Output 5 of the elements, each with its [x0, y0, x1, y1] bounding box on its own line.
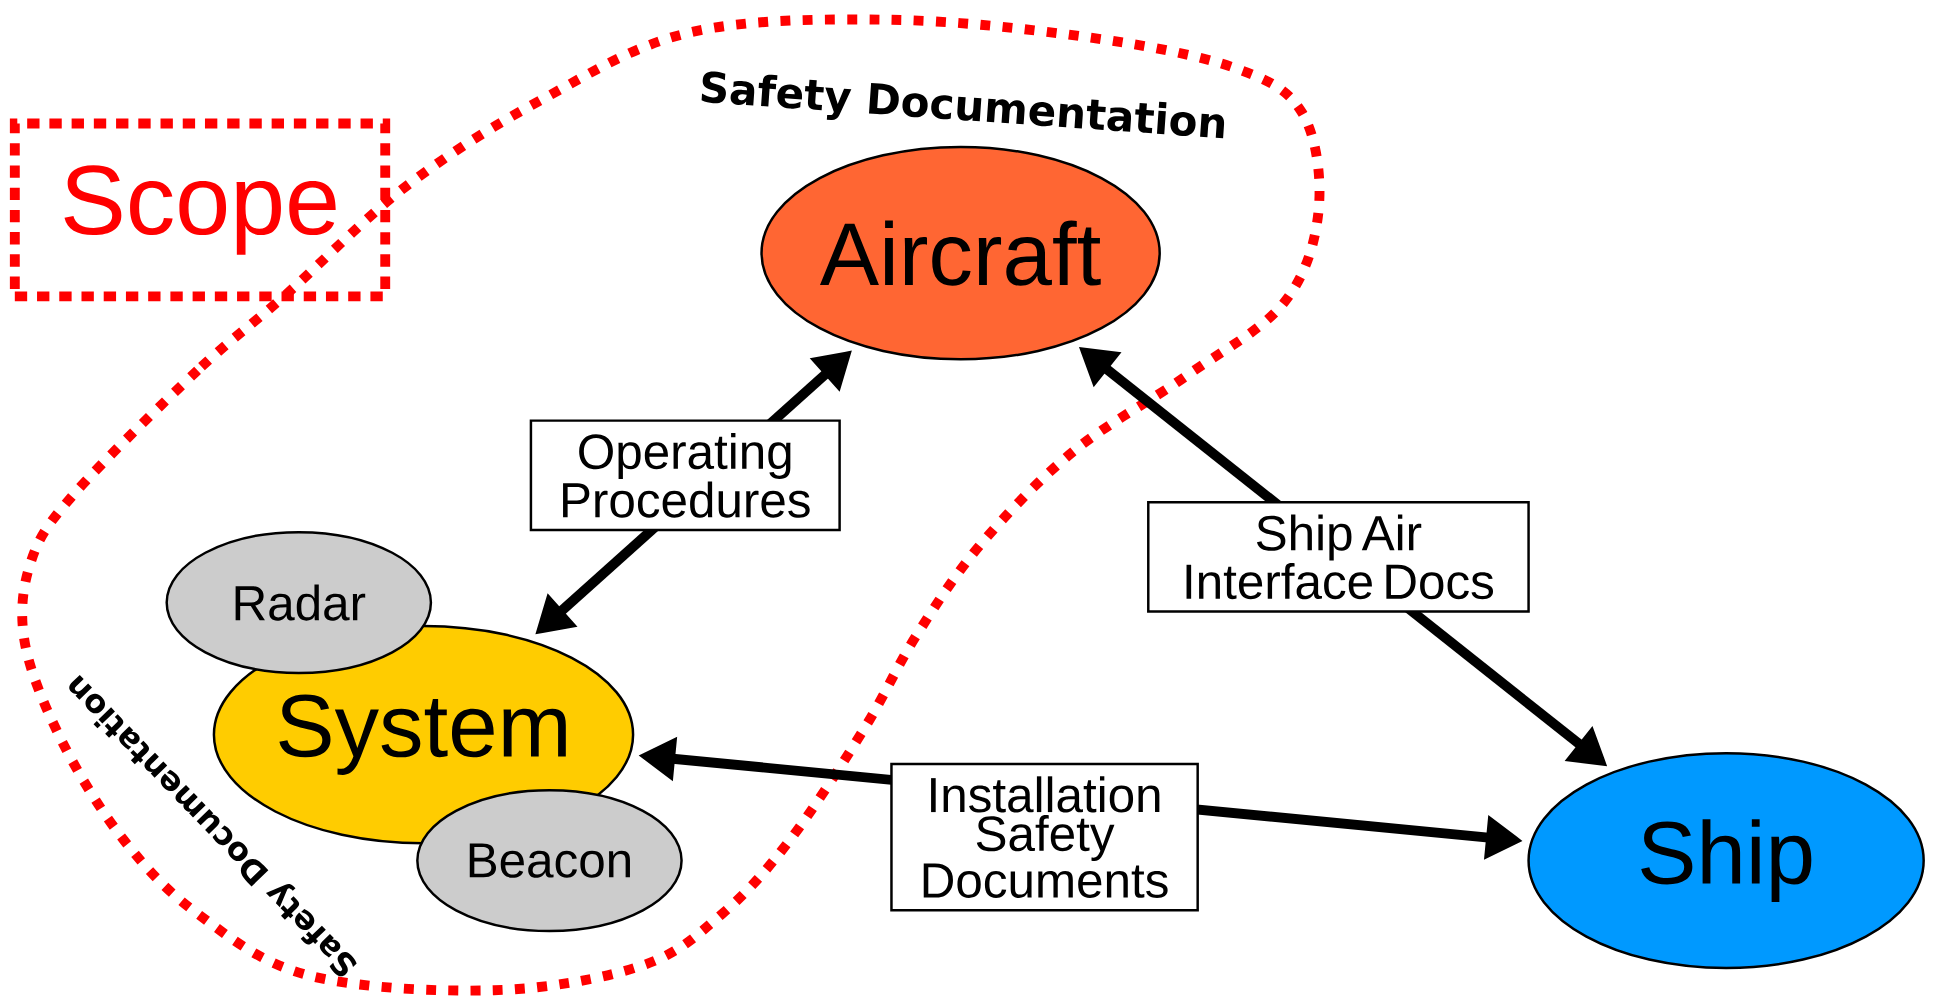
edge-label: Ship Air Interface Docs: [1186, 514, 1494, 600]
edge-label: Operating Procedures: [563, 433, 810, 518]
curved-label: Safety Documentation: [701, 71, 1225, 139]
edge-label: Installation Safety Documents: [923, 776, 1168, 899]
scope-box: Scope: [9, 118, 391, 302]
